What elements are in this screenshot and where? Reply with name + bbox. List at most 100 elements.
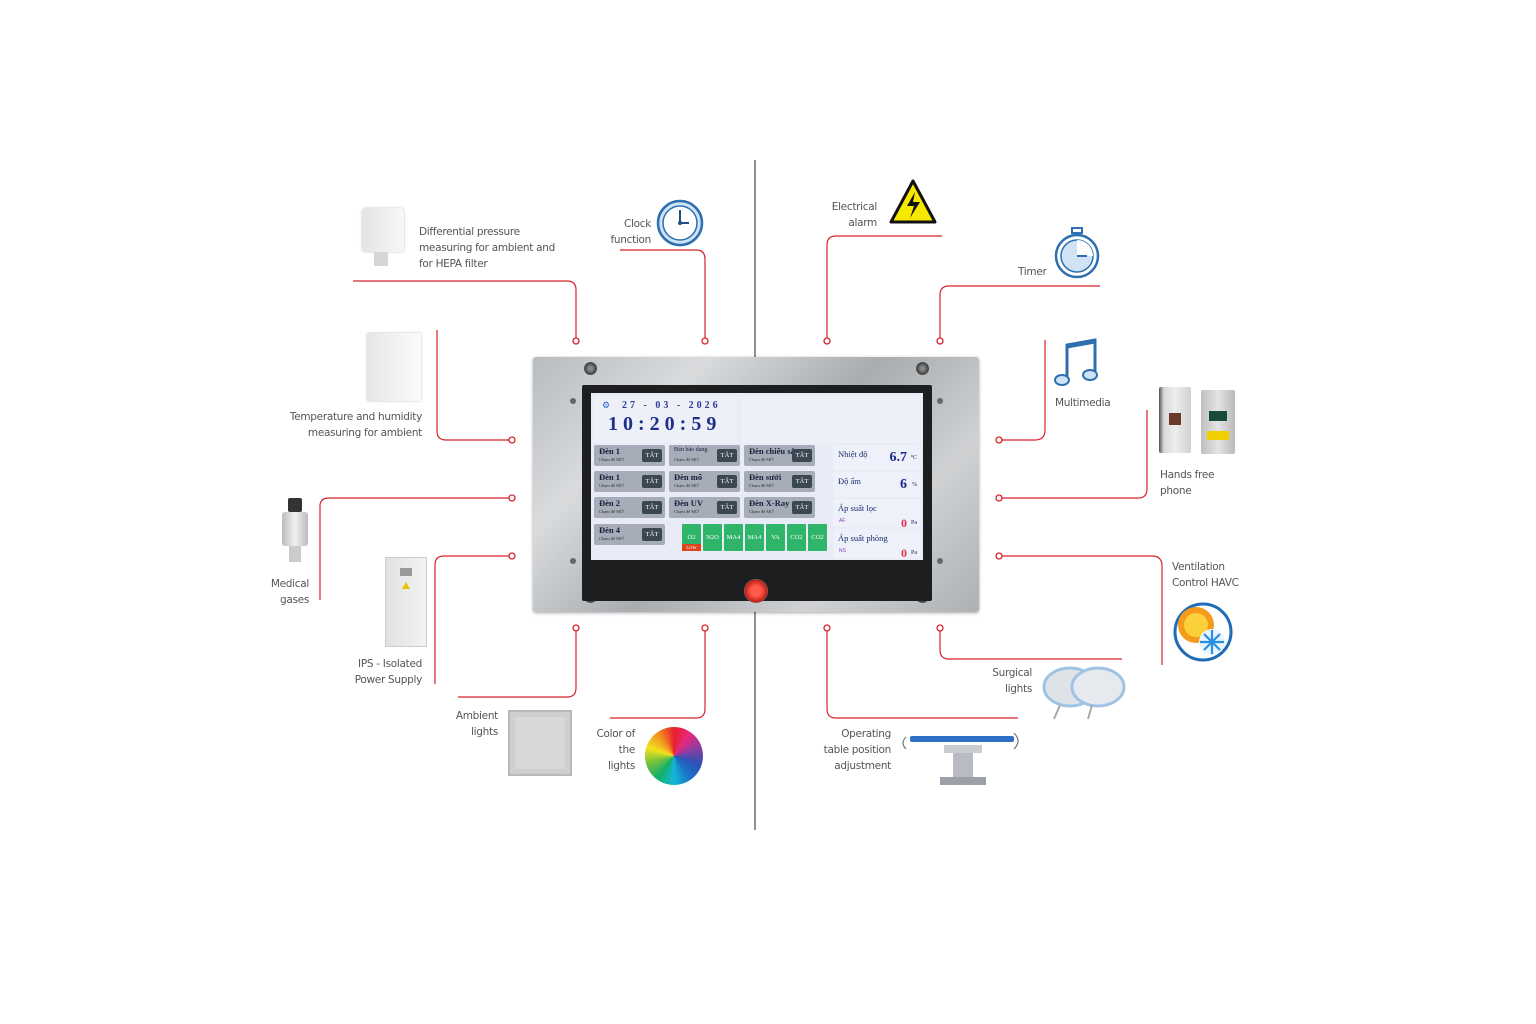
light-tile[interactable]: Đèn 2 Chạm để MỞ TẮT <box>594 497 665 518</box>
line-diff-pressure <box>353 280 577 340</box>
screen-date: 27 - 03 - 2026 <box>622 400 721 411</box>
screen-time: 10:20:59 <box>608 413 722 435</box>
label-diff-pressure: Differential pressure measuring for ambi… <box>419 226 555 270</box>
connector-dot <box>508 494 516 502</box>
sensor-name: Độ ẩm <box>838 476 861 486</box>
connector-dot <box>701 624 709 632</box>
light-tile-hint: Chạm để MỞ <box>674 509 699 514</box>
emergency-stop-button[interactable] <box>744 579 768 603</box>
gas-indicator-n2o[interactable]: N2O <box>703 524 722 551</box>
connector-dot <box>995 494 1003 502</box>
light-tile[interactable]: Đèn sưởi Chạm để MỞ TẮT <box>744 471 815 492</box>
temp-humidity-sensor-icon <box>367 333 421 401</box>
high-voltage-warning-icon <box>888 178 938 226</box>
line-color-lights <box>610 628 706 719</box>
light-tile[interactable]: Đèn 1 Chạm để MỞ TẮT <box>594 445 665 466</box>
touch-screen: ⚙ 27 - 03 - 2026 10:20:59 Đèn 1 Chạm để … <box>591 393 923 560</box>
pin-icon <box>570 558 576 564</box>
light-tile-hint: Chạm để MỞ <box>599 483 624 488</box>
line-operating-table <box>826 628 1018 719</box>
light-off-button[interactable]: TẮT <box>792 475 812 488</box>
light-off-button[interactable]: TẮT <box>642 528 662 541</box>
light-tile-title: Đèn UV <box>674 498 704 508</box>
label-color-lights: Color of the lights <box>596 728 636 772</box>
pin-icon <box>937 558 943 564</box>
label-timer: Timer <box>1018 266 1047 278</box>
sensor-unit: % <box>912 482 917 488</box>
line-timer <box>939 285 1100 340</box>
line-ambient-lights <box>458 628 577 698</box>
clock-widget: ⚙ 27 - 03 - 2026 10:20:59 <box>594 396 737 443</box>
screw-icon <box>916 362 929 375</box>
light-tile-title: Đèn X-Ray <box>749 498 790 508</box>
light-off-button[interactable]: TẮT <box>717 449 737 462</box>
gas-label: MA4 <box>747 534 762 541</box>
label-ips: IPS - Isolated Power Supply <box>354 658 423 686</box>
line-clock <box>620 249 706 340</box>
light-tile[interactable]: Đèn báo dang Chạm để MỞ TẮT <box>669 445 740 466</box>
line-medical-gases <box>319 497 511 600</box>
connector-dot <box>572 624 580 632</box>
operating-table-icon <box>898 725 1022 789</box>
light-tile[interactable]: Đèn chiếu sáng Chạm để MỞ TẮT <box>744 445 815 466</box>
light-tile-hint: Chạm để MỞ <box>674 457 699 462</box>
clock-icon <box>656 199 704 247</box>
line-surgical-lights <box>939 628 1122 660</box>
gas-indicator-ma4[interactable]: MA4 <box>745 524 764 551</box>
connector-dot <box>508 552 516 560</box>
light-tile-title: Đèn chiếu sáng <box>749 446 804 456</box>
connector-dot <box>936 624 944 632</box>
light-tile-hint: Chạm để MỞ <box>599 457 624 462</box>
light-tile[interactable]: Đèn 4 Chạm để MỞ TẮT <box>594 524 665 545</box>
light-off-button[interactable]: TẮT <box>642 501 662 514</box>
line-electrical-alarm <box>826 235 942 340</box>
gas-label: VA <box>771 534 780 541</box>
light-off-button[interactable]: TẮT <box>792 501 812 514</box>
gas-indicator-ma4[interactable]: MA4 <box>724 524 743 551</box>
connector-dot <box>995 552 1003 560</box>
connector-dot <box>823 337 831 345</box>
sensor-tag: NS <box>839 548 846 554</box>
light-tile-title: Đèn 4 <box>599 525 621 535</box>
connector-dot <box>936 337 944 345</box>
sensor-name: Áp suất lọc <box>838 503 877 513</box>
light-off-button[interactable]: TẮT <box>792 449 812 462</box>
surgical-light-icon <box>1040 663 1128 721</box>
light-tile-hint: Chạm để MỞ <box>599 536 624 541</box>
light-tile-hint: Chạm để MỞ <box>674 483 699 488</box>
light-tile[interactable]: Đèn 1 Chạm để MỞ TẮT <box>594 471 665 492</box>
label-surgical-lights: Surgical lights <box>992 667 1032 695</box>
light-tile-hint: Chạm để MỞ <box>749 509 774 514</box>
light-off-button[interactable]: TẮT <box>642 475 662 488</box>
label-ventilation: Ventilation Control HAVC <box>1172 561 1239 589</box>
sensor-name: Nhiệt độ <box>838 449 868 459</box>
light-off-button[interactable]: TẮT <box>642 449 662 462</box>
gas-indicator-co2[interactable]: CO2 <box>808 524 827 551</box>
light-tile[interactable]: Đèn X-Ray Chạm để MỞ TẮT <box>744 497 815 518</box>
screw-icon <box>584 362 597 375</box>
sensor-value: 0 <box>901 546 907 560</box>
pin-icon <box>937 398 943 404</box>
light-off-button[interactable]: TẮT <box>717 501 737 514</box>
sensor-value: 6 <box>900 477 907 492</box>
connector-dot <box>701 337 709 345</box>
gas-indicator-va[interactable]: VA <box>766 524 785 551</box>
light-tile-title: Đèn 1 <box>599 446 621 456</box>
light-tile-title: Đèn báo dang <box>674 447 708 453</box>
label-hands-free-phone: Hands free phone <box>1160 469 1215 497</box>
gas-indicator-co2[interactable]: CO2 <box>787 524 806 551</box>
gas-label: CO2 <box>790 534 803 541</box>
settings-gear-icon[interactable]: ⚙ <box>602 400 611 410</box>
light-tile[interactable]: Đèn UV Chạm để MỞ TẮT <box>669 497 740 518</box>
line-multimedia <box>999 340 1046 441</box>
light-off-button[interactable]: TẮT <box>717 475 737 488</box>
light-tile-title: Đèn mổ <box>674 472 703 482</box>
light-tile[interactable]: Đèn mổ Chạm để MỞ TẮT <box>669 471 740 492</box>
line-ips <box>434 555 511 684</box>
gas-low-alert: LOW <box>682 544 701 551</box>
light-tile-title: Đèn 2 <box>599 498 621 508</box>
